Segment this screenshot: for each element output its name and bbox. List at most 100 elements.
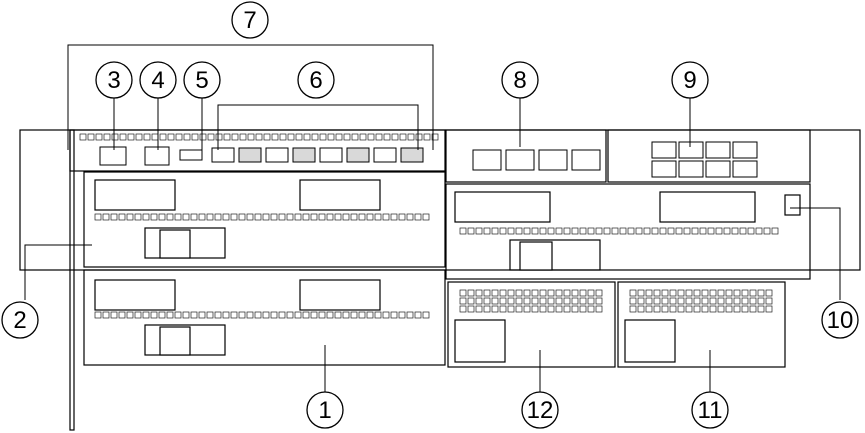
vent-hole — [691, 227, 699, 235]
vent-hole — [653, 305, 661, 313]
vent-hole — [206, 213, 214, 221]
network-module-left — [445, 129, 607, 183]
vent-hole — [491, 227, 499, 235]
vent-hole — [79, 133, 87, 141]
vent-hole — [669, 305, 677, 313]
callout-label: 7 — [243, 7, 256, 34]
vent-hole — [483, 289, 491, 297]
vent-hole — [763, 227, 771, 235]
vent-hole — [523, 289, 531, 297]
vent-hole — [398, 213, 406, 221]
callout-lines — [24, 44, 841, 395]
vent-hole — [709, 289, 717, 297]
vent-hole — [685, 289, 693, 297]
vent-hole — [749, 305, 757, 313]
vent-hole — [215, 133, 223, 141]
vent-hole — [499, 305, 507, 313]
vent-hole — [587, 305, 595, 313]
vent-hole — [287, 133, 295, 141]
vent-hole — [627, 227, 635, 235]
vent-hole — [507, 297, 515, 305]
callout-3: 3 — [95, 61, 133, 99]
vent-hole — [407, 133, 415, 141]
vent-hole — [523, 227, 531, 235]
vent-hole — [414, 213, 422, 221]
vent-hole — [383, 133, 391, 141]
callout-2: 2 — [1, 301, 39, 339]
vent-hole — [579, 305, 587, 313]
network-port — [678, 141, 704, 159]
vent-hole — [651, 227, 659, 235]
vent-hole — [134, 213, 142, 221]
vent-hole — [653, 289, 661, 297]
vent-hole — [318, 311, 326, 319]
vent-hole — [262, 213, 270, 221]
vent-hole — [499, 297, 507, 305]
vent-hole — [150, 311, 158, 319]
vent-hole — [483, 305, 491, 313]
callout-4: 4 — [139, 61, 177, 99]
vent-hole — [741, 297, 749, 305]
vent-hole — [669, 289, 677, 297]
vent-hole — [771, 227, 779, 235]
vent-hole — [507, 227, 515, 235]
vent-hole — [629, 289, 637, 297]
vent-hole — [539, 305, 547, 313]
vent-hole — [685, 305, 693, 313]
vent-hole — [555, 289, 563, 297]
vent-hole — [499, 227, 507, 235]
vent-hole — [222, 213, 230, 221]
vent-hole — [231, 133, 239, 141]
sfp-port — [319, 147, 343, 163]
vent-hole — [757, 297, 765, 305]
vent-hole — [310, 213, 318, 221]
callout-circle — [821, 301, 859, 339]
vent-hole — [350, 311, 358, 319]
vent-hole — [693, 289, 701, 297]
vent-hole — [391, 133, 399, 141]
sfp-port — [238, 147, 262, 163]
vent-hole — [327, 133, 335, 141]
network-port — [705, 160, 731, 178]
vent-hole — [595, 305, 603, 313]
callout-label: 6 — [309, 67, 322, 94]
vent-hole — [755, 227, 763, 235]
vent-hole — [311, 133, 319, 141]
vent-hole — [270, 311, 278, 319]
vent-hole — [174, 311, 182, 319]
vent-hole — [467, 227, 475, 235]
vent-hole — [423, 133, 431, 141]
vent-hole — [699, 227, 707, 235]
vent-hole — [563, 297, 571, 305]
vent-hole — [459, 297, 467, 305]
vent-hole — [595, 227, 603, 235]
vent-hole — [183, 133, 191, 141]
vent-hole — [374, 213, 382, 221]
vent-hole — [166, 213, 174, 221]
vent-hole — [579, 289, 587, 297]
vent-hole — [701, 297, 709, 305]
vent-hole — [515, 289, 523, 297]
sfp-port — [373, 147, 397, 163]
callout-1: 1 — [306, 391, 344, 429]
vent-hole — [334, 213, 342, 221]
vent-hole — [134, 311, 142, 319]
vent-hole — [166, 311, 174, 319]
vent-hole — [491, 305, 499, 313]
vent-hole — [302, 311, 310, 319]
vent-hole — [645, 305, 653, 313]
vent-hole — [110, 213, 118, 221]
vent-hole — [547, 297, 555, 305]
vent-hole — [230, 213, 238, 221]
vent-hole — [135, 133, 143, 141]
vent-hole — [499, 289, 507, 297]
vent-hole — [94, 311, 102, 319]
callout-circle — [306, 391, 344, 429]
vent-hole — [717, 297, 725, 305]
vent-hole — [431, 133, 439, 141]
vent-hole — [406, 213, 414, 221]
vent-hole — [555, 305, 563, 313]
vent-hole — [515, 227, 523, 235]
